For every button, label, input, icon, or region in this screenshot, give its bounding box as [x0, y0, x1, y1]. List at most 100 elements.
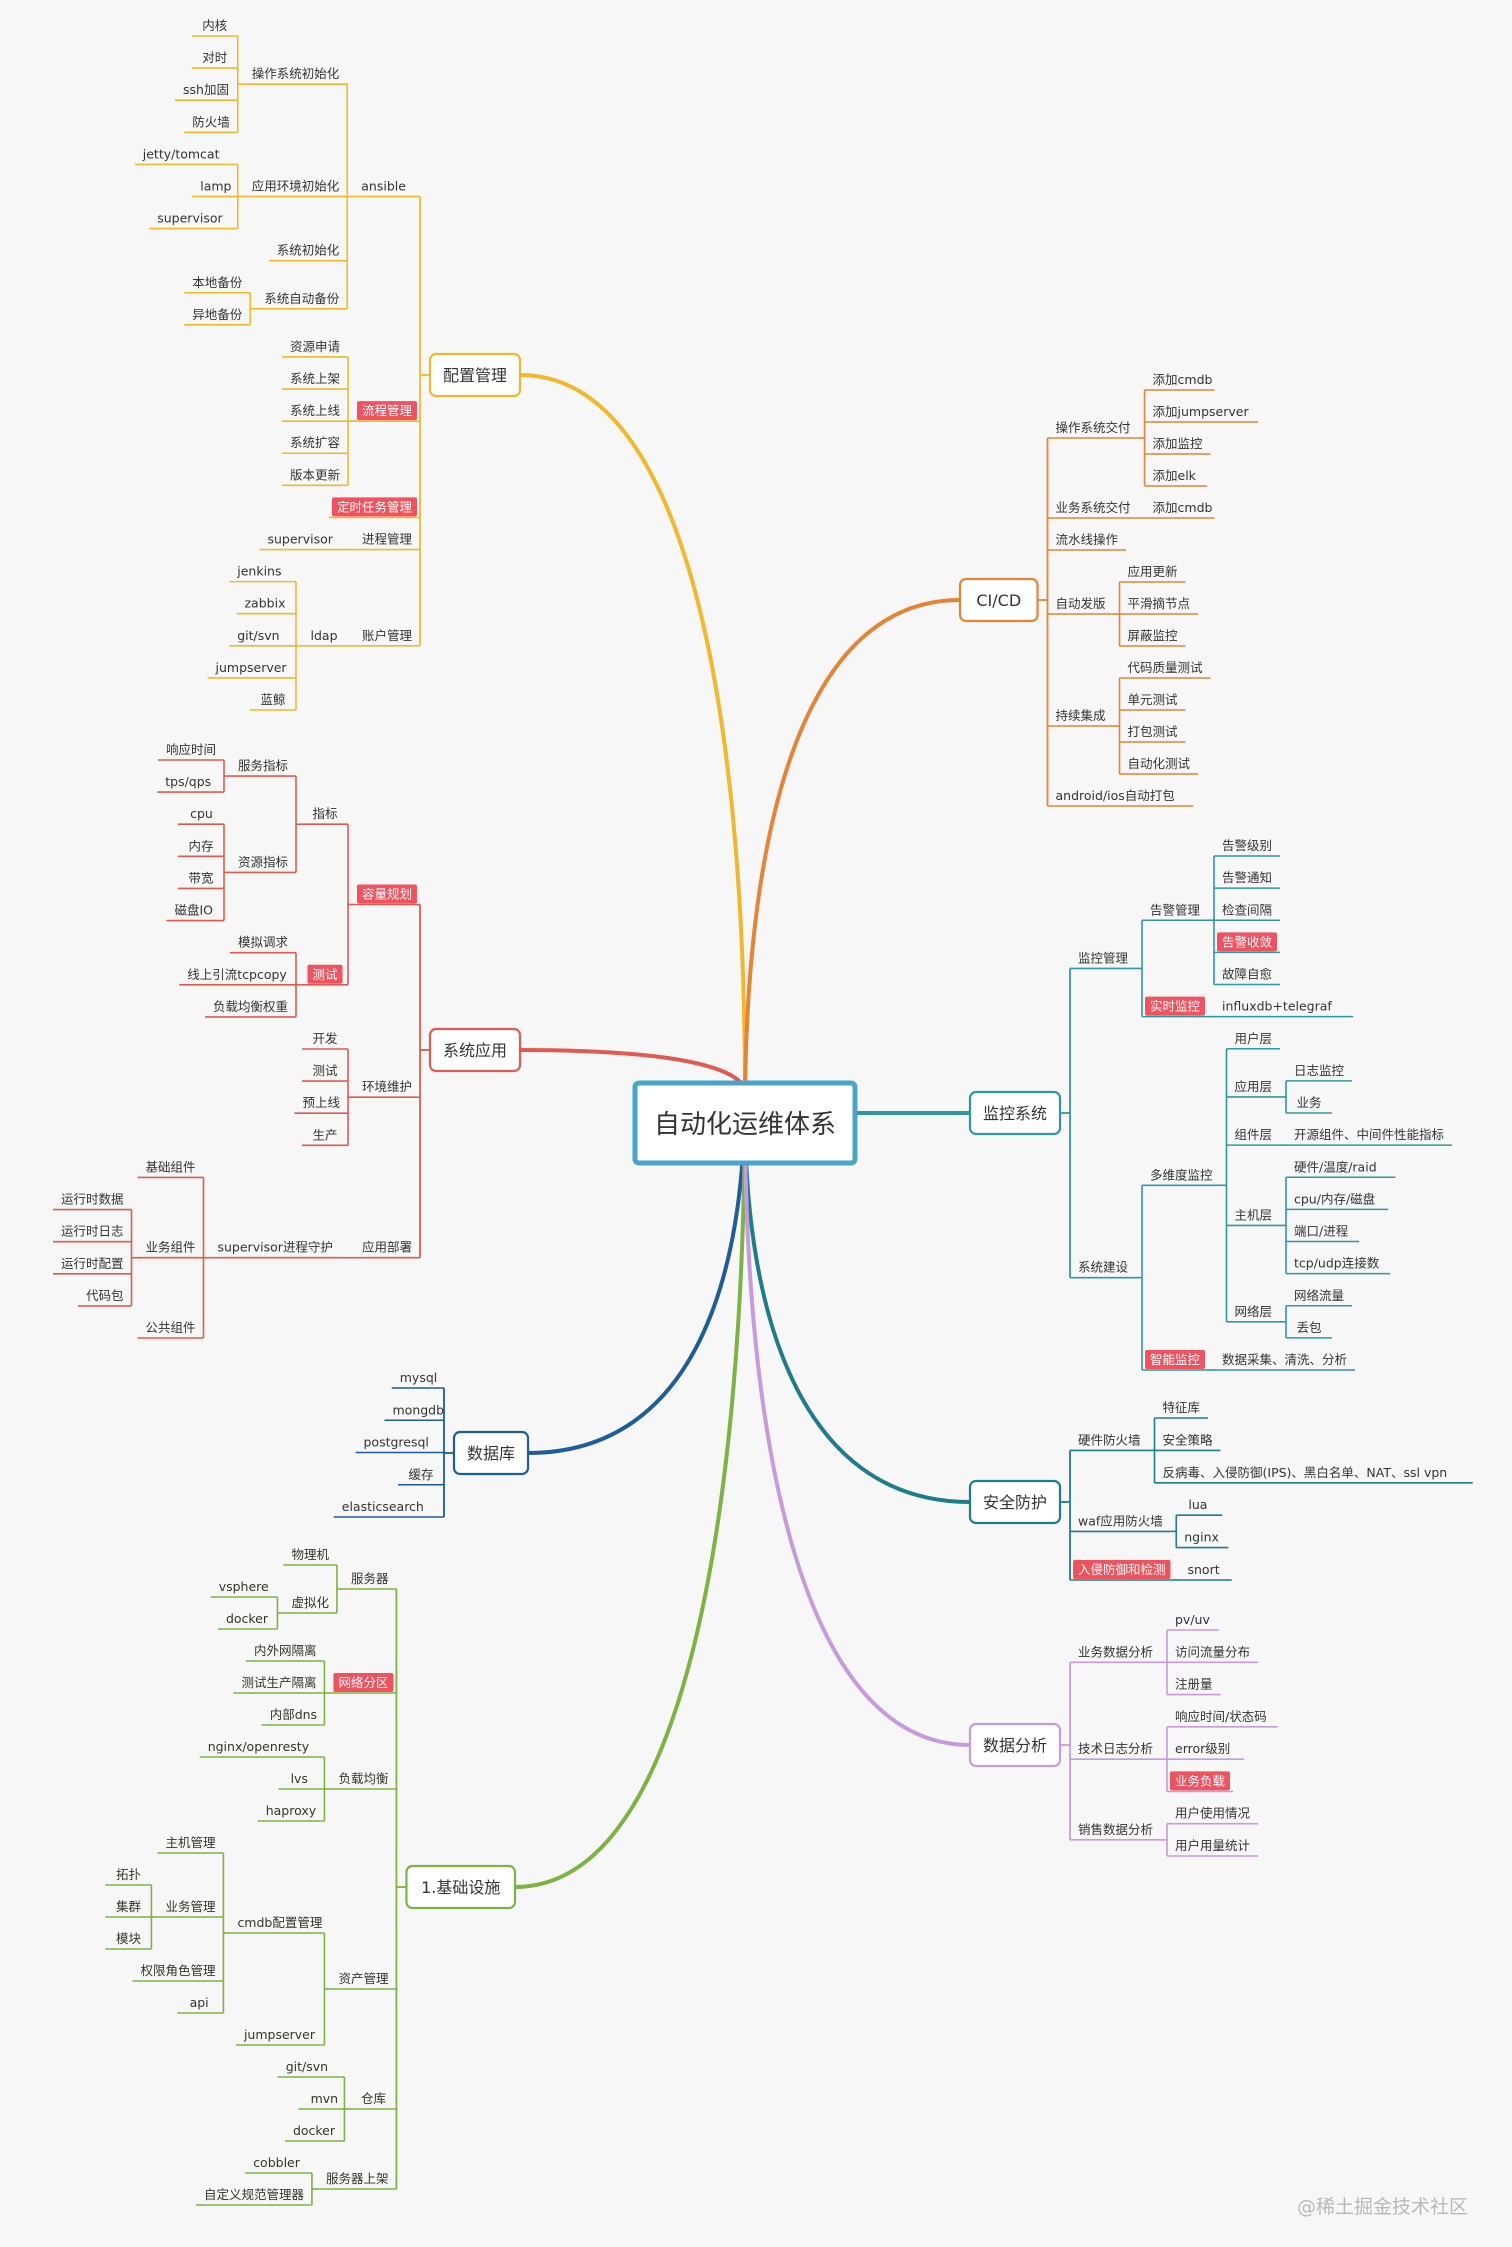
svg-text:1.基础设施: 1.基础设施	[421, 1878, 500, 1897]
svg-text:系统应用: 系统应用	[443, 1041, 507, 1060]
node-cobbler: cobbler	[253, 2155, 301, 2170]
svg-text:数据采集、清洗、分析: 数据采集、清洗、分析	[1222, 1352, 1347, 1367]
center-node: 自动化运维体系	[632, 1080, 858, 1166]
node-开发: 开发	[313, 1031, 339, 1046]
svg-text:ansible: ansible	[361, 178, 406, 193]
node-网络流量: 网络流量	[1294, 1288, 1344, 1303]
node-监控管理: 监控管理	[1078, 950, 1129, 965]
branch-配置管理: 配置管理	[428, 352, 522, 398]
node-资产管理: 资产管理	[338, 1971, 389, 1986]
svg-text:资产管理: 资产管理	[338, 1971, 389, 1986]
svg-text:进程管理: 进程管理	[362, 532, 413, 547]
node-拓扑: 拓扑	[116, 1867, 142, 1882]
svg-text:jenkins: jenkins	[236, 564, 281, 579]
node-访问流量分布: 访问流量分布	[1175, 1644, 1250, 1659]
node-本地备份: 本地备份	[192, 275, 243, 290]
node-自定义规范管理器: 自定义规范管理器	[204, 2187, 305, 2202]
svg-text:pv/uv: pv/uv	[1175, 1612, 1210, 1627]
node-智能监控: 智能监控	[1145, 1350, 1205, 1369]
node-git/svn: git/svn	[237, 628, 279, 643]
svg-text:influxdb+telegraf: influxdb+telegraf	[1222, 999, 1332, 1014]
node-jumpserver: jumpserver	[243, 2027, 316, 2042]
svg-text:用户使用情况: 用户使用情况	[1175, 1806, 1251, 1821]
svg-text:lvs: lvs	[291, 1771, 308, 1786]
node-权限角色管理: 权限角色管理	[140, 1963, 216, 1978]
svg-text:jetty/tomcat: jetty/tomcat	[142, 146, 220, 161]
node-snort: snort	[1188, 1562, 1220, 1577]
node-平滑摘节点: 平滑摘节点	[1128, 596, 1191, 611]
node-资源指标: 资源指标	[238, 854, 288, 869]
node-仓库: 仓库	[361, 2091, 386, 2106]
node-ldap: ldap	[311, 628, 338, 643]
svg-text:业务系统交付: 业务系统交付	[1056, 500, 1131, 515]
svg-text:haproxy: haproxy	[266, 1803, 317, 1818]
svg-text:线上引流tcpcopy: 线上引流tcpcopy	[187, 967, 287, 982]
svg-text:运行时日志: 运行时日志	[61, 1224, 124, 1239]
node-supervisor进程守护: supervisor进程守护	[218, 1240, 333, 1255]
svg-text:cobbler: cobbler	[253, 2155, 301, 2170]
node-网络层: 网络层	[1235, 1304, 1273, 1319]
main-branch-curve	[518, 373, 747, 1095]
svg-text:添加cmdb: 添加cmdb	[1153, 500, 1213, 515]
node-销售数据分析: 销售数据分析	[1078, 1822, 1153, 1837]
svg-text:负载均衡权重: 负载均衡权重	[213, 999, 288, 1014]
node-应用更新: 应用更新	[1128, 564, 1178, 579]
node-定时任务管理: 定时任务管理	[332, 497, 417, 517]
node-日志监控: 日志监控	[1294, 1063, 1345, 1078]
node-用户层: 用户层	[1235, 1031, 1273, 1046]
node-生产: 生产	[313, 1127, 338, 1142]
svg-text:ldap: ldap	[311, 628, 338, 643]
svg-text:操作系统初始化: 操作系统初始化	[252, 66, 340, 81]
node-进程管理: 进程管理	[362, 532, 413, 547]
node-告警收敛: 告警收敛	[1217, 932, 1277, 952]
svg-text:生产: 生产	[313, 1127, 338, 1142]
node-服务指标: 服务指标	[238, 758, 288, 773]
svg-text:单元测试: 单元测试	[1128, 692, 1179, 707]
svg-text:配置管理: 配置管理	[443, 366, 507, 385]
svg-text:添加监控: 添加监控	[1153, 436, 1204, 451]
node-故障自愈: 故障自愈	[1222, 967, 1273, 982]
svg-text:lamp: lamp	[200, 178, 231, 193]
node-线上引流tcpcopy: 线上引流tcpcopy	[187, 967, 287, 982]
svg-text:主机管理: 主机管理	[165, 1835, 216, 1850]
node-注册量: 注册量	[1175, 1677, 1213, 1692]
node-内部dns: 内部dns	[270, 1707, 317, 1722]
node-服务器: 服务器	[351, 1571, 389, 1586]
svg-text:开发: 开发	[313, 1031, 339, 1046]
node-集群: 集群	[116, 1899, 142, 1914]
svg-text:指标: 指标	[313, 806, 338, 821]
svg-text:测试: 测试	[313, 967, 339, 982]
node-开源组件、中间件性能指标: 开源组件、中间件性能指标	[1294, 1127, 1444, 1142]
svg-text:自动化测试: 自动化测试	[1128, 756, 1191, 771]
node-资源申请: 资源申请	[290, 339, 340, 354]
node-业务数据分析: 业务数据分析	[1078, 1644, 1153, 1659]
svg-text:丢包: 丢包	[1297, 1320, 1322, 1335]
node-模拟调求: 模拟调求	[238, 935, 289, 950]
node-系统自动备份: 系统自动备份	[264, 291, 340, 306]
svg-text:应用更新: 应用更新	[1128, 564, 1178, 579]
node-nginx: nginx	[1184, 1530, 1219, 1545]
node-应用部署: 应用部署	[362, 1240, 412, 1255]
node-系统建设: 系统建设	[1078, 1260, 1129, 1275]
node-持续集成: 持续集成	[1056, 708, 1106, 723]
svg-text:账户管理: 账户管理	[362, 628, 413, 643]
svg-text:平滑摘节点: 平滑摘节点	[1128, 596, 1191, 611]
svg-text:打包测试: 打包测试	[1128, 724, 1179, 739]
svg-text:添加cmdb: 添加cmdb	[1153, 372, 1213, 387]
node-docker: docker	[226, 1611, 269, 1626]
svg-text:用户用量统计: 用户用量统计	[1175, 1838, 1250, 1853]
main-branch-curve	[743, 598, 962, 1115]
svg-text:磁盘IO: 磁盘IO	[175, 903, 214, 918]
svg-text:定时任务管理: 定时任务管理	[337, 499, 413, 514]
node-添加elk: 添加elk	[1153, 468, 1197, 483]
node-业务组件: 业务组件	[146, 1240, 196, 1255]
svg-text:技术日志分析: 技术日志分析	[1078, 1741, 1153, 1756]
svg-text:内外网隔离: 内外网隔离	[254, 1643, 317, 1658]
node-添加cmdb: 添加cmdb	[1153, 500, 1213, 515]
node-nginx/openresty: nginx/openresty	[208, 1739, 310, 1754]
svg-text:告警级别: 告警级别	[1222, 838, 1272, 853]
svg-text:supervisor: supervisor	[268, 532, 334, 547]
node-用户使用情况: 用户使用情况	[1175, 1806, 1251, 1821]
node-预上线: 预上线	[303, 1095, 341, 1110]
svg-text:拓扑: 拓扑	[116, 1867, 142, 1882]
